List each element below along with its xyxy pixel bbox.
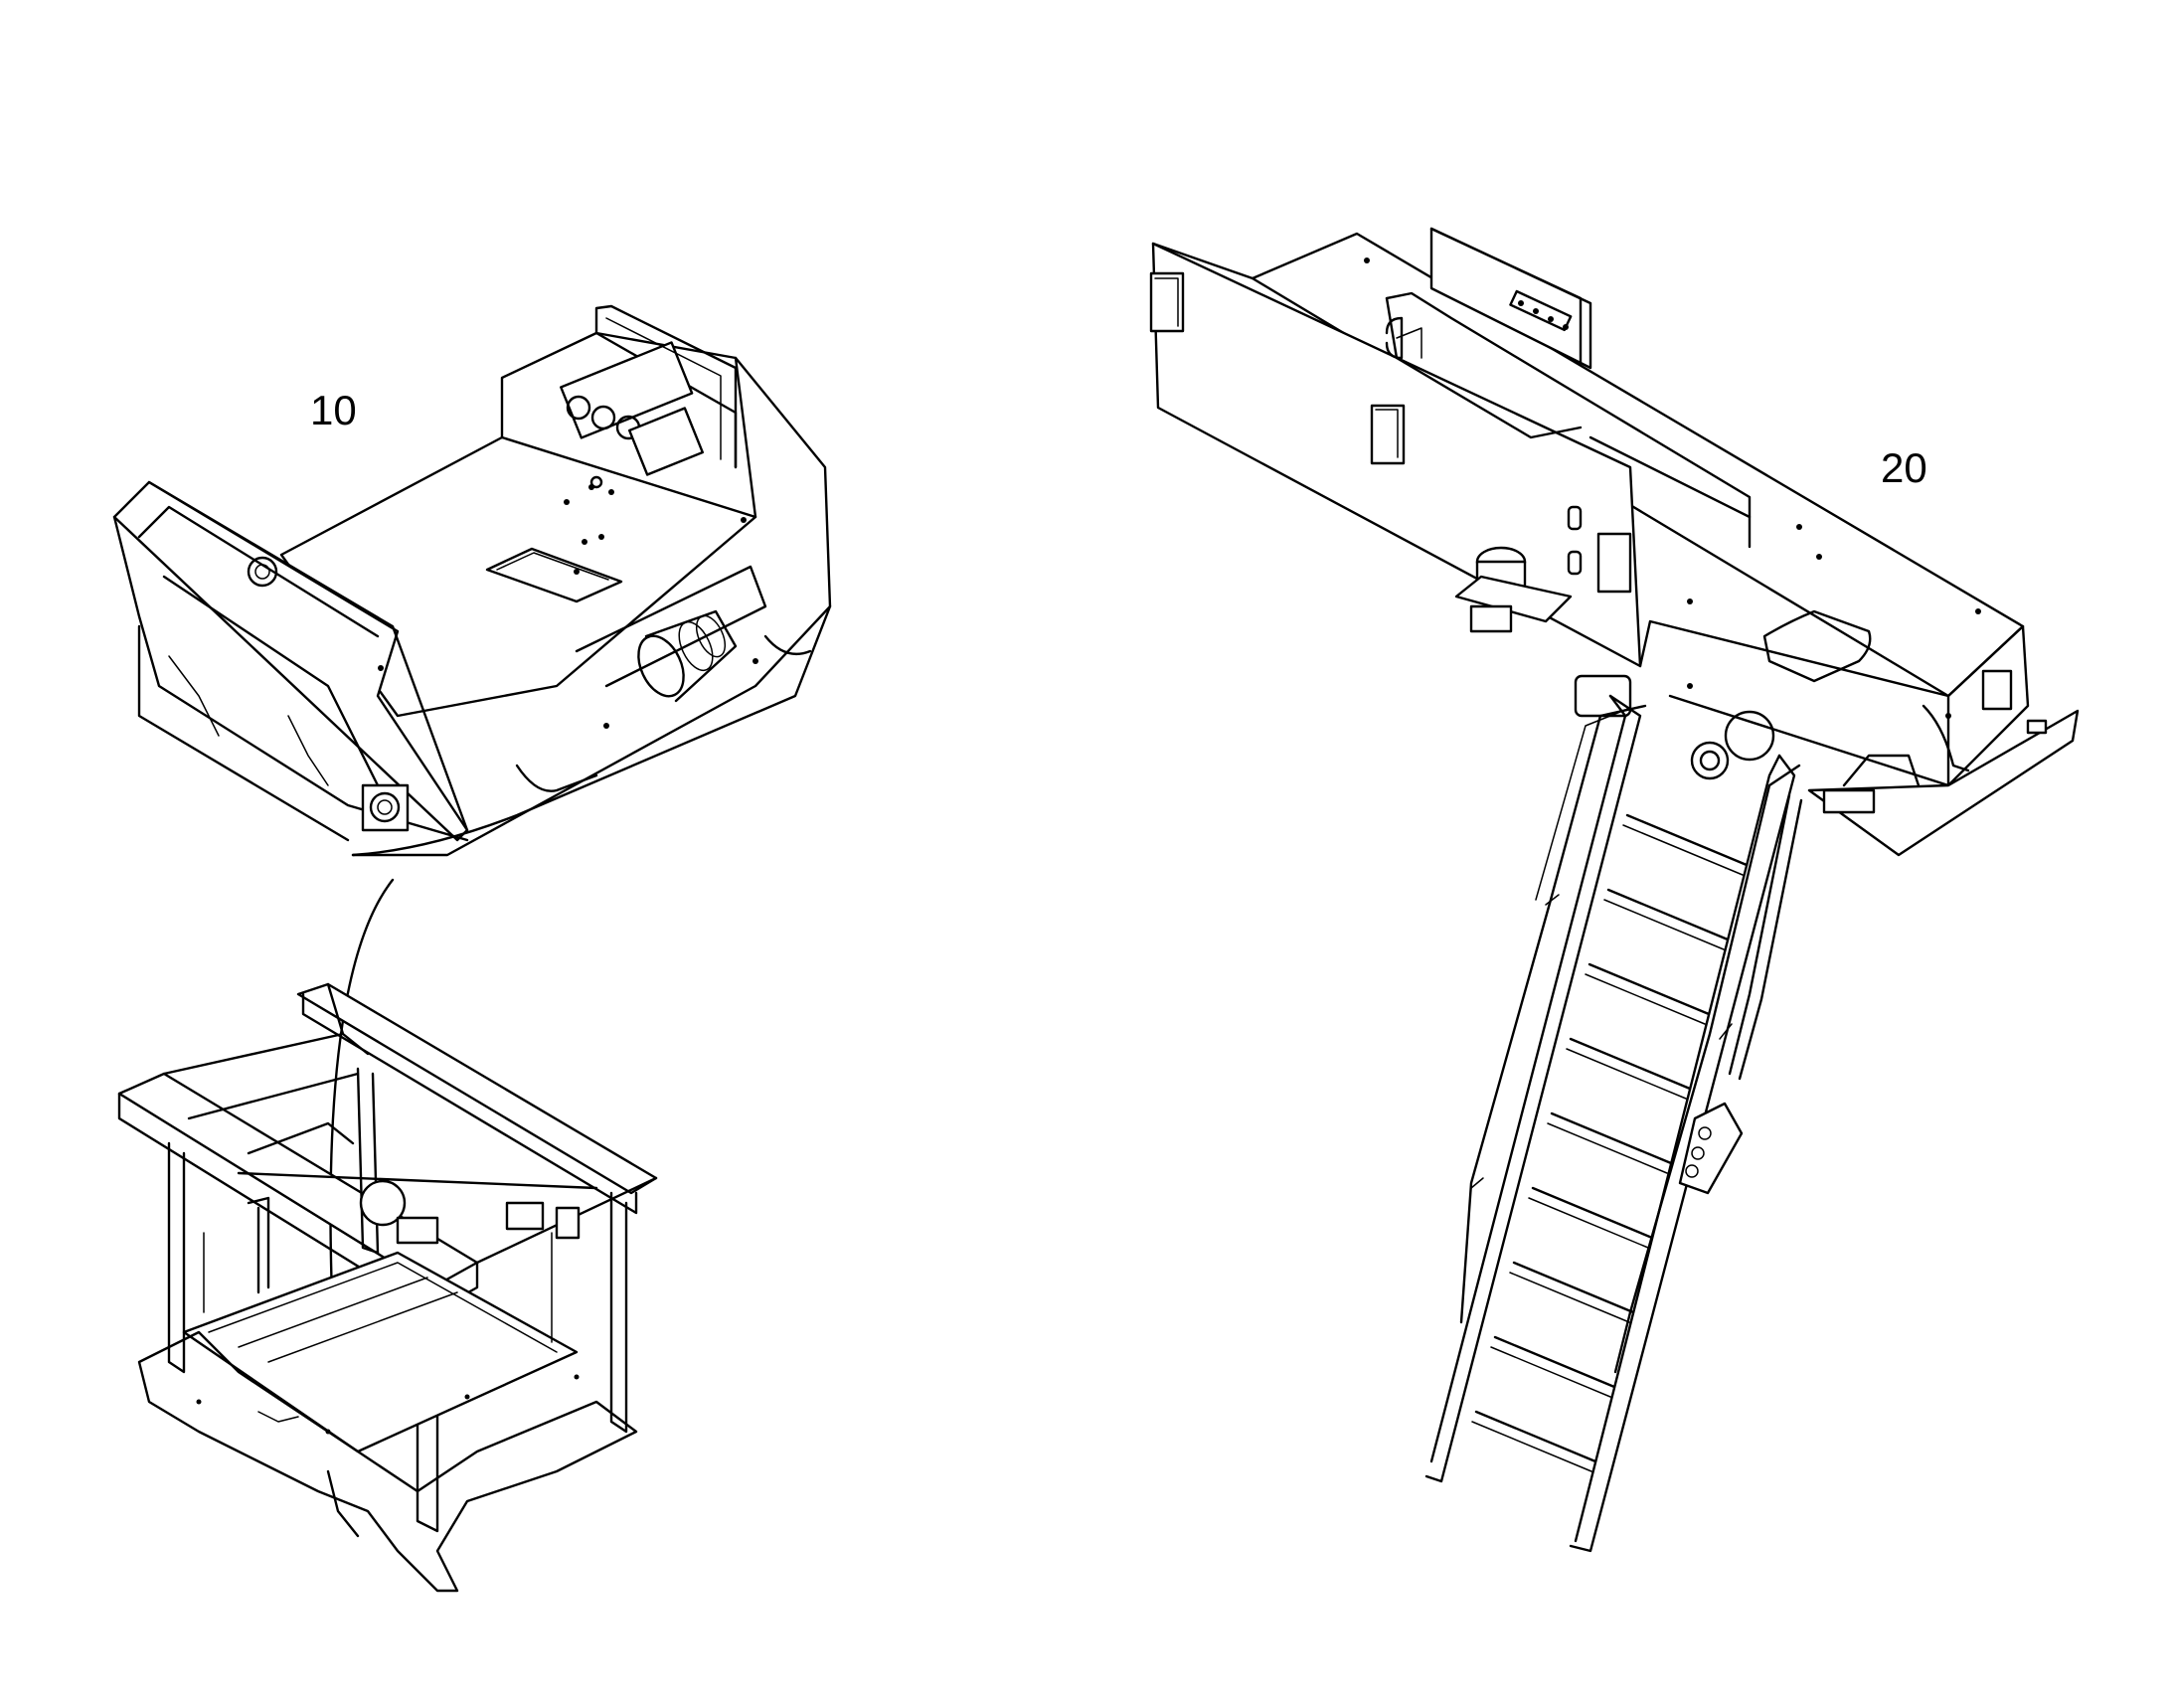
- item-20-label: 20: [1881, 444, 1927, 491]
- item-10-assembly: [112, 304, 832, 857]
- item-10-label: 10: [310, 387, 357, 433]
- lower-frame-structure: [117, 982, 658, 1593]
- item-20-assembly: [1149, 227, 2080, 857]
- ladder: [1424, 694, 1803, 1553]
